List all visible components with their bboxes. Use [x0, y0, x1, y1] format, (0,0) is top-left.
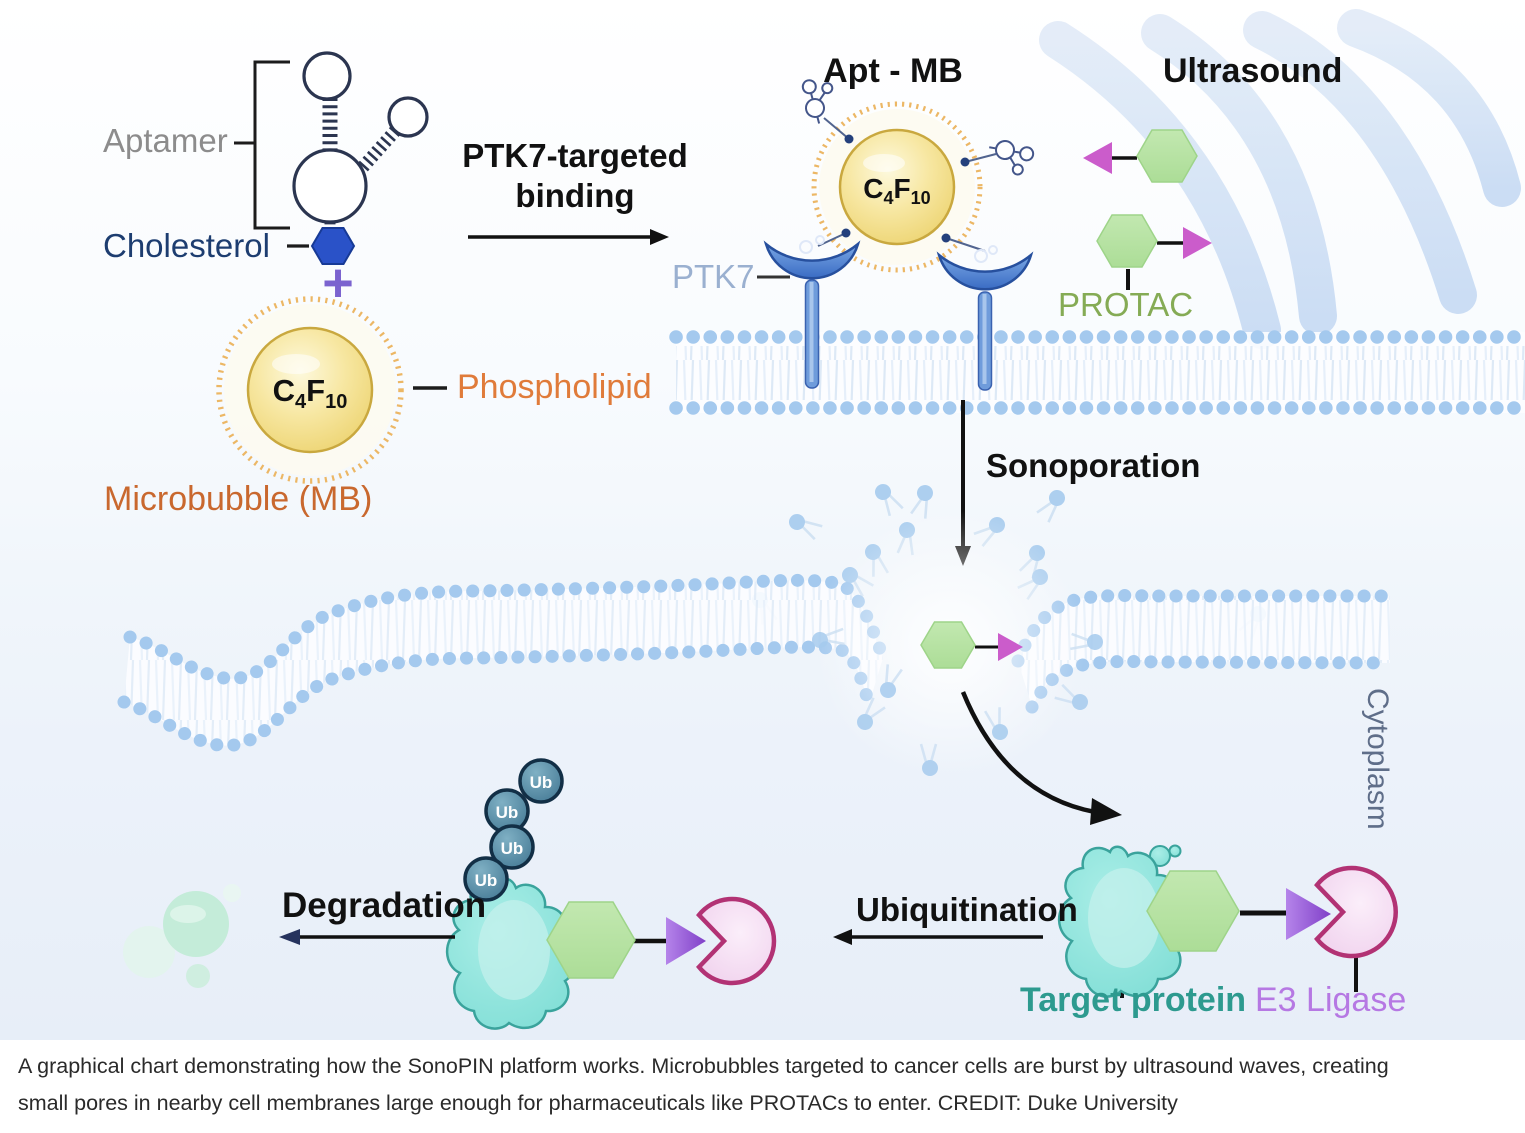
lipid-shell-ring — [216, 296, 404, 484]
ptk7-label: PTK7 — [672, 258, 755, 295]
apt-mb-label: Apt - MB — [823, 52, 963, 90]
ub-label: Ub — [496, 803, 519, 822]
ubiquitination-arrow — [833, 929, 1043, 945]
protac-molecule — [1096, 214, 1212, 290]
protac-entering — [920, 621, 1023, 669]
microbubble-label: Microbubble (MB) — [104, 480, 372, 518]
protac-molecule — [1083, 129, 1198, 183]
binding-label-line2: binding — [515, 177, 634, 214]
cell-membrane-wavy — [117, 573, 1397, 753]
protac-hexagon-icon — [920, 621, 976, 669]
binding-label-line1: PTK7-targeted — [462, 137, 688, 174]
ub-label: Ub — [530, 773, 553, 792]
warhead-triangle-icon — [998, 633, 1023, 661]
sonoporation-label: Sonoporation — [986, 447, 1200, 484]
degradation-label: Degradation — [282, 886, 486, 925]
protac-hexagon-icon — [1096, 214, 1158, 268]
warhead-triangle-icon — [1083, 142, 1112, 174]
degradation-arrow — [279, 929, 455, 945]
ub-badge — [489, 824, 535, 870]
protac-label: PROTAC — [1058, 286, 1193, 323]
phospholipid-label: Phospholipid — [457, 368, 652, 406]
ubiquitination-label: Ubiquitination — [856, 891, 1078, 928]
degraded-fragments — [123, 884, 241, 988]
e3-ligase-pacman — [696, 896, 777, 986]
lipid-shell-ring — [811, 101, 983, 273]
cytoplasm-label: Cytoplasm — [1361, 688, 1394, 830]
gas-core-label: C4F10 — [863, 173, 930, 208]
gas-core-label: C4F10 — [273, 373, 348, 413]
cholesterol-label: Cholesterol — [103, 227, 270, 264]
warhead-triangle-icon — [1183, 227, 1212, 259]
ptk7-receptor — [764, 235, 860, 389]
plus-icon: + — [322, 253, 354, 313]
ubiquitinated-complex: Ub Ub Ub Ub — [445, 758, 777, 1030]
aptamer-structure — [234, 51, 429, 265]
ultrasound-label: Ultrasound — [1163, 52, 1342, 90]
diagram-background — [0, 0, 1525, 1040]
ub-badge — [518, 758, 564, 804]
protac-hexagon-icon — [546, 901, 636, 979]
e3-ligase-label: E3 Ligase — [1255, 981, 1406, 1019]
entry-arrow — [960, 691, 1122, 825]
target-protein-label: Target protein — [1020, 981, 1246, 1019]
ub-badge — [463, 856, 509, 902]
binding-arrow — [468, 229, 669, 245]
ternary-complex-right — [1057, 844, 1398, 998]
microbubble-graphic: C4F10 — [216, 296, 447, 484]
figure-caption: A graphical chart demonstrating how the … — [0, 1040, 1525, 1133]
cell-membrane-top — [669, 330, 1525, 415]
linker-triangle-icon — [1286, 888, 1331, 940]
e3-ligase-pacman — [1314, 865, 1398, 959]
protac-hexagon-icon — [1136, 129, 1198, 183]
aptamer-label: Aptamer — [103, 122, 228, 159]
sonopin-diagram: Aptamer Cholesterol + C4F10 Phospholipid… — [0, 0, 1525, 1040]
apt-mb-graphic: C4F10 — [797, 73, 1036, 273]
ub-label: Ub — [501, 839, 524, 858]
linker-triangle-icon — [666, 917, 706, 965]
caption-line-1: A graphical chart demonstrating how the … — [18, 1054, 1389, 1078]
aptamer-bracket — [253, 60, 290, 230]
ub-chain: Ub Ub Ub Ub — [463, 758, 564, 902]
cholesterol-hexagon-icon — [310, 227, 356, 265]
ptk7-receptor — [937, 245, 1033, 391]
protac-hexagon-icon — [1146, 870, 1240, 952]
caption-line-2: small pores in nearby cell membranes lar… — [18, 1091, 1178, 1115]
ub-label: Ub — [475, 871, 498, 890]
